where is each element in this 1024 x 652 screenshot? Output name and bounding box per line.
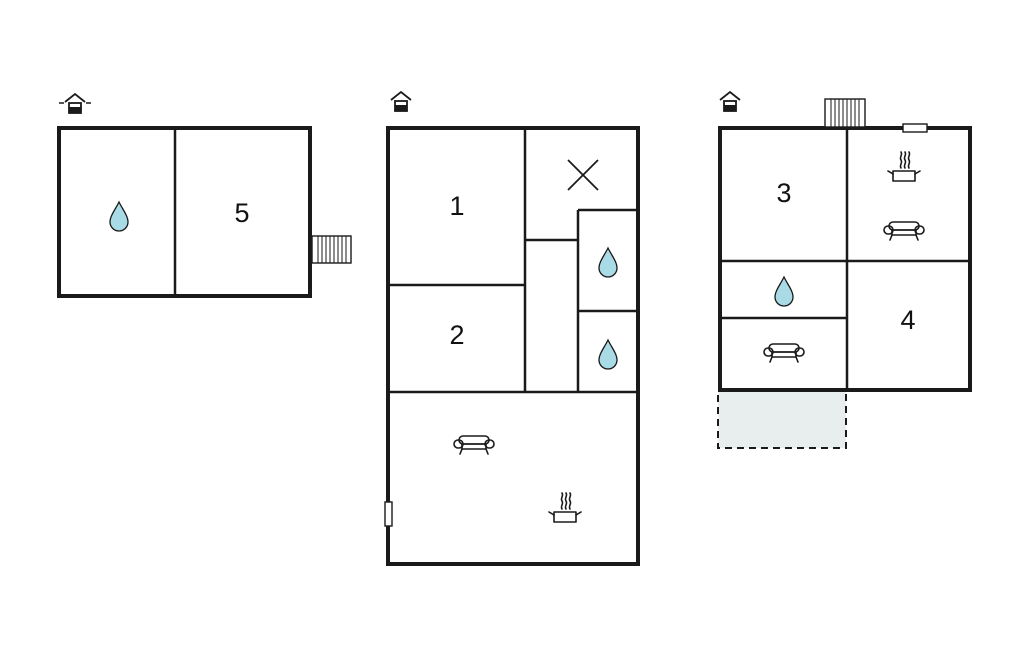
door-icon bbox=[902, 123, 928, 133]
cooking-pot-icon bbox=[548, 492, 582, 523]
terrace-area bbox=[717, 389, 847, 449]
sofa-icon bbox=[453, 435, 495, 455]
room-number-5: 5 bbox=[234, 198, 249, 228]
cooking-pot-icon bbox=[887, 151, 921, 182]
sofa-icon bbox=[763, 343, 805, 363]
water-drop-icon bbox=[598, 339, 618, 370]
room-number-1: 1 bbox=[449, 191, 464, 221]
water-drop-icon bbox=[598, 247, 618, 278]
building-middle: 1 2 bbox=[384, 91, 640, 566]
room-number-2: 2 bbox=[449, 320, 464, 350]
building-right: 3 4 bbox=[717, 91, 972, 449]
left-outer-wall bbox=[57, 126, 312, 298]
sofa-icon bbox=[883, 221, 925, 241]
water-drop-icon bbox=[774, 276, 794, 307]
room-number-4: 4 bbox=[900, 305, 915, 335]
room-number-3: 3 bbox=[776, 178, 791, 208]
stairs-icon bbox=[311, 235, 352, 264]
ground-level-icon bbox=[719, 91, 741, 112]
basement-level-icon bbox=[59, 93, 91, 114]
stairs-icon bbox=[824, 98, 866, 128]
building-left: 5 bbox=[57, 93, 352, 298]
door-icon bbox=[384, 501, 393, 527]
middle-outer-wall bbox=[386, 126, 640, 566]
water-drop-icon bbox=[109, 201, 129, 232]
ground-level-icon bbox=[390, 91, 412, 112]
storage-x-icon bbox=[567, 159, 599, 191]
right-outer-wall bbox=[718, 126, 972, 392]
